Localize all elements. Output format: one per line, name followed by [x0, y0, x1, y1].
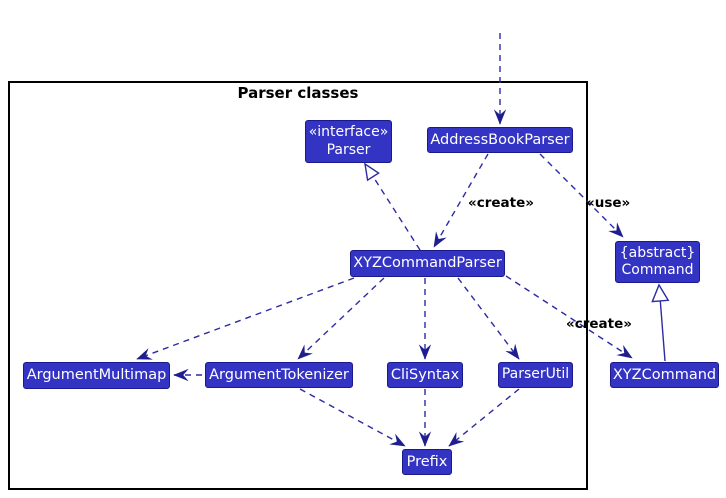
class-stereotype: {abstract}	[619, 244, 696, 261]
class-box-argumentmultimap: ArgumentMultimap	[23, 362, 170, 389]
class-box-xyzcommandparser: XYZCommandParser	[350, 250, 505, 277]
dependency-label-use: «use»	[586, 195, 631, 211]
class-box-parser: «interface» Parser	[305, 120, 392, 163]
class-name: XYZCommandParser	[353, 255, 502, 272]
dependency-arrow-xyzcommandparser-to-argumenttokenizer	[297, 277, 385, 360]
class-box-clisyntax: CliSyntax	[387, 362, 463, 388]
dependency-arrow-xyzcommandparser-to-xyzcommand	[505, 275, 633, 359]
class-box-parserutil: ParserUtil	[498, 362, 573, 388]
class-name: Command	[621, 262, 694, 278]
dependency-label-create-left: «create»	[468, 195, 534, 211]
inheritance-line-xyzcommand-to-command	[659, 300, 666, 362]
class-name: Parser	[326, 141, 371, 158]
dependency-arrow-parserutil-to-prefix	[448, 388, 520, 447]
dependency-arrow-xyzcommandparser-to-argumentmultimap	[136, 277, 355, 360]
hollow-triangle-icon-command	[651, 283, 670, 303]
class-box-prefix: Prefix	[402, 449, 452, 475]
class-name: CliSyntax	[390, 366, 460, 383]
class-name: ParserUtil	[501, 366, 570, 383]
dependency-arrow-xyzcommandparser-to-parserutil	[457, 277, 520, 360]
class-box-addressbookparser: AddressBookParser	[427, 127, 573, 153]
class-name: ArgumentTokenizer	[209, 366, 349, 383]
class-box-xyzcommand: XYZCommand	[610, 362, 719, 388]
class-name: ArgumentMultimap	[26, 367, 167, 384]
class-name: XYZCommand	[612, 366, 717, 383]
dependency-label-create-right: «create»	[566, 316, 632, 332]
dependency-arrow-argumenttokenizer-to-prefix	[299, 388, 406, 447]
dependency-arrow-addressbookparser-to-command	[539, 153, 624, 238]
frame-parser-classes: Parser classes	[8, 81, 588, 490]
hollow-triangle-icon-parser	[364, 162, 380, 182]
realization-line-xyzcommandparser-to-parser	[372, 176, 421, 251]
dependency-arrow-addressbookparser-to-xyzcommandparser	[433, 153, 489, 248]
class-stereotype: «interface»	[308, 124, 389, 140]
class-name: AddressBookParser	[430, 131, 570, 148]
class-box-argumenttokenizer: ArgumentTokenizer	[205, 362, 353, 388]
class-name: Prefix	[406, 453, 448, 470]
class-box-command: {abstract} Command	[615, 241, 700, 283]
frame-title: Parser classes	[237, 84, 359, 102]
